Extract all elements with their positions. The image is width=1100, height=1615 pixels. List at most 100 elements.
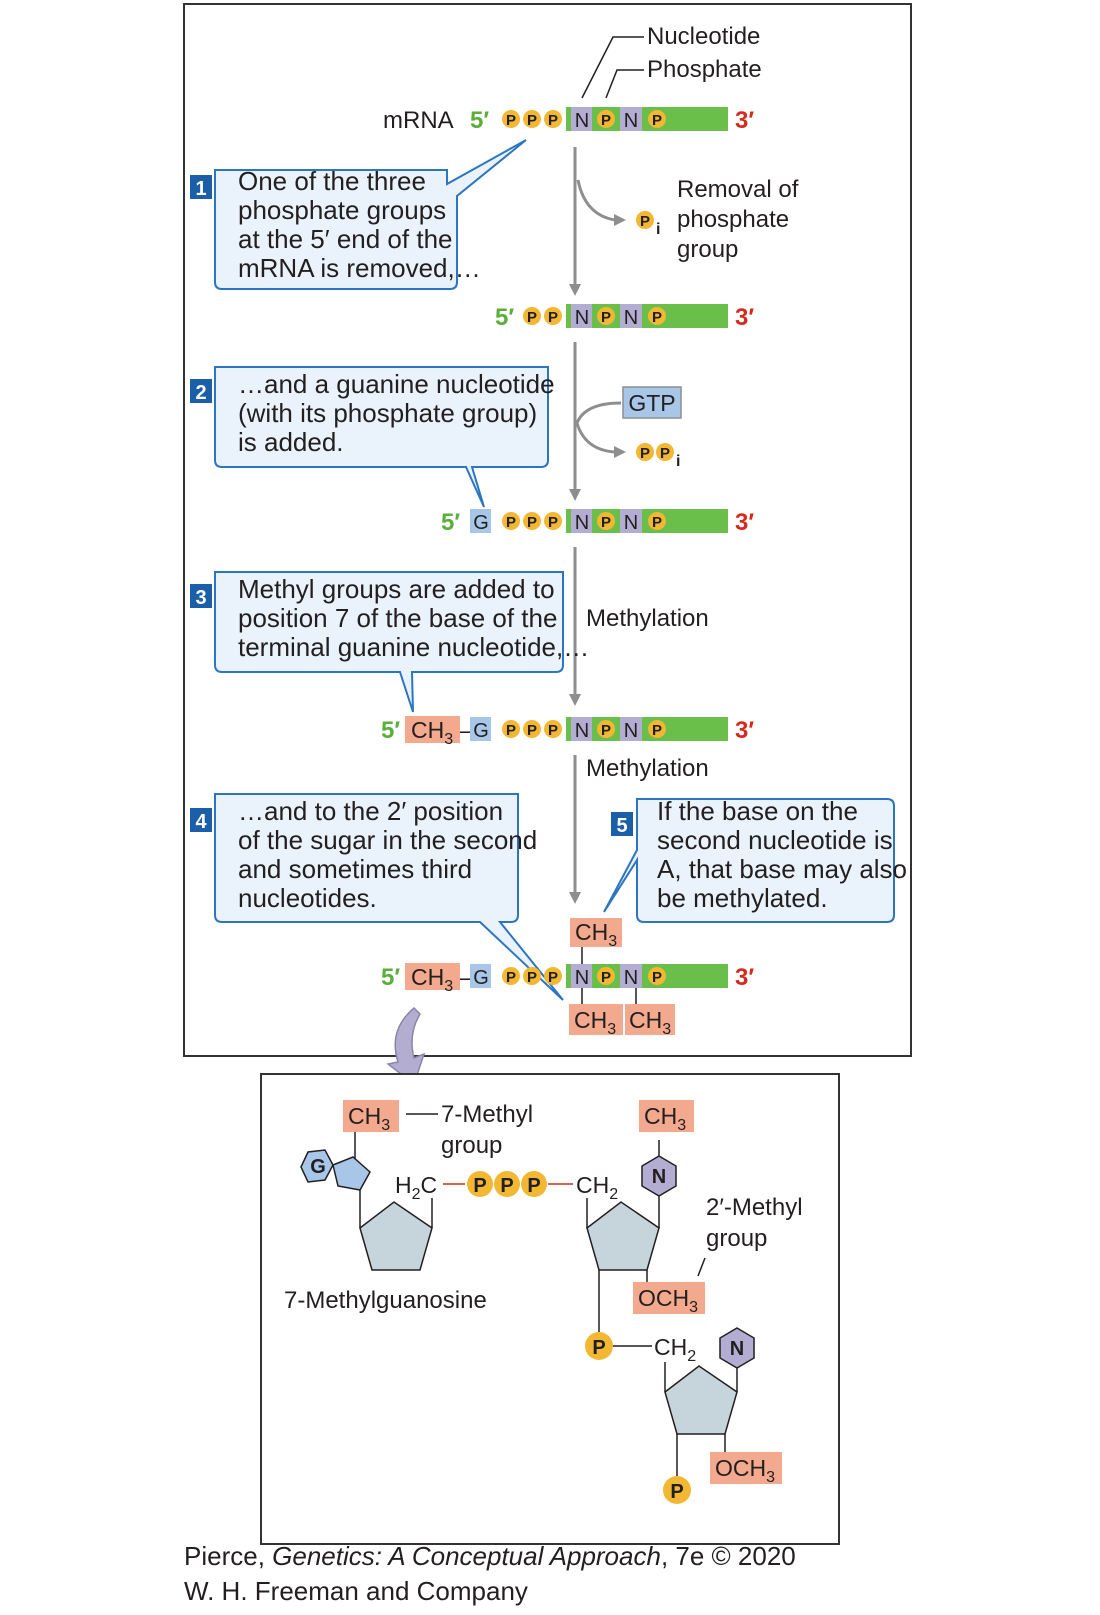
phosphate-circle-label: P [652, 309, 662, 326]
sugar-methyl-label: CH3 [574, 1007, 616, 1038]
phosphate-circle-label: P [601, 969, 611, 986]
base-hexagon-2 [719, 1327, 755, 1369]
phosphate-circle-label: P [527, 969, 537, 986]
phosphate-circle-label: P [652, 969, 662, 986]
nucleotide-block-label: N [624, 512, 638, 534]
phosphate-circle [597, 307, 615, 325]
phosphate-circle-label: P [527, 722, 537, 739]
two-methyl-group-line-1: 2′-Methyl [706, 1194, 803, 1221]
two-methyl-group-line-2: group [706, 1225, 767, 1252]
methyl-block-label: CH3 [411, 964, 453, 995]
step-5-bubble [603, 798, 895, 923]
guanine-block [470, 717, 491, 741]
triphosphate-circle-label: P [527, 1175, 540, 1197]
phosphate-circle-label: P [548, 722, 558, 739]
released-phosphate-label: P [660, 445, 670, 462]
step-1-line: at the 5′ end of the [238, 224, 453, 254]
step-5-line: A, that base may also [657, 854, 907, 884]
strand-1-three-prime: 3′ [735, 107, 754, 134]
linking-phosphate [585, 1332, 613, 1360]
step-4-number: 4 [195, 811, 207, 833]
ch2-label-2: CH2 [654, 1334, 696, 1365]
zoom-arrow [386, 1006, 426, 1086]
step-3-line: position 7 of the base of the [238, 603, 557, 633]
phosphate-circle [523, 110, 541, 128]
strand-2-five-prime: 5′ [495, 304, 514, 331]
guanine-block-label: G [473, 967, 489, 989]
bond-dash: – [460, 717, 473, 743]
nucleotide-block [571, 509, 592, 533]
phosphate-circle-label: P [548, 514, 558, 531]
leader-line [697, 1257, 706, 1277]
removal-label-line-1: Removal of [677, 176, 799, 203]
phosphate-circle [544, 967, 562, 985]
seven-methyl-group-line-2: group [441, 1132, 502, 1159]
phosphate-circle-label: P [548, 112, 558, 129]
step-5-line: second nucleotide is [657, 825, 893, 855]
step-3-number: 3 [195, 587, 206, 609]
bond-dash: – [460, 964, 473, 990]
step-2-number: 2 [195, 382, 206, 404]
step-1-badge [190, 175, 212, 199]
step-4-line: nucleotides. [238, 883, 377, 913]
nucleotide-block-label: N [575, 512, 589, 534]
methyl-block [405, 963, 460, 990]
phosphate-circle [502, 110, 520, 128]
och3-label-1: OCH3 [638, 1285, 698, 1316]
step-3-callout: 3 Methyl groups are added to position 7 … [190, 571, 589, 713]
step-4-callout: 4 …and to the 2′ position of the sugar i… [190, 793, 564, 1001]
base-methyl-detail-label: CH3 [644, 1103, 686, 1134]
step-4-bubble [214, 793, 564, 1001]
triphosphate-circle-label: P [500, 1175, 513, 1197]
step-4-line: and sometimes third [238, 854, 472, 884]
phosphate-circle-label: P [601, 514, 611, 531]
step-5-callout: 5 If the base on the second nucleotide i… [603, 796, 907, 923]
guanine-block [470, 964, 491, 988]
step-4-line: of the sugar in the second [238, 825, 537, 855]
phosphate-circle [502, 967, 520, 985]
step-1-line: One of the three [238, 166, 426, 196]
guanine-block-label: G [473, 512, 489, 534]
nucleotide-block [571, 964, 592, 988]
ribose-sugar-1 [359, 1201, 433, 1271]
nucleotide-label: Nucleotide [647, 23, 760, 50]
phosphate-circle [648, 967, 666, 985]
nucleotide-block-label: N [624, 967, 638, 989]
branch-arrow-gtp [575, 401, 626, 458]
phosphate-circle [523, 720, 541, 738]
methylation-label-2: Methylation [586, 755, 709, 782]
strand-4-five-prime: 5′ [381, 717, 400, 744]
gtp-label: GTP [628, 390, 675, 416]
phosphate-circle [648, 110, 666, 128]
methylation-label-1: Methylation [586, 605, 709, 632]
nucleotide-block-label: N [575, 720, 589, 742]
released-phosphate [636, 211, 654, 229]
guanine-pentagon [332, 1156, 371, 1191]
credit-line-2: W. H. Freeman and Company [184, 1576, 528, 1606]
step-2-line: is added. [238, 427, 344, 457]
phosphate-circle [523, 967, 541, 985]
phosphate-circle [523, 512, 541, 530]
strand-3-three-prime: 3′ [735, 509, 754, 536]
seven-methyl-group-line-1: 7-Methyl [441, 1101, 533, 1128]
base-methyl-detail-block [639, 1100, 694, 1132]
nucleotide-block [571, 304, 592, 328]
step-2-callout: 2 …and a guanine nucleotide (with its ph… [190, 366, 555, 508]
nucleotide-leader-line [581, 36, 644, 99]
base-hexagon-1-label: N [652, 1166, 666, 1188]
strand-2: 5′ P P N P N P 3′ [495, 304, 754, 331]
nucleotide-block [571, 717, 592, 741]
phosphate-circle [597, 512, 615, 530]
linking-phosphate-label: P [592, 1337, 605, 1359]
strand-5: CH3 5′ CH3 – G P P P N P N P 3′ CH3 CH3 [381, 918, 754, 1038]
ribose-sugar-3 [664, 1365, 738, 1435]
step-5-number: 5 [616, 815, 627, 837]
phosphate-label: Phosphate [647, 56, 762, 83]
step-3-badge [190, 584, 212, 608]
phosphate-circle [544, 110, 562, 128]
step-2-bubble [214, 366, 549, 508]
ribose-sugar-2 [586, 1201, 660, 1271]
base-hexagon-1 [641, 1155, 677, 1197]
phosphate-circle [502, 512, 520, 530]
sugar-methyl-label: CH3 [629, 1007, 671, 1038]
